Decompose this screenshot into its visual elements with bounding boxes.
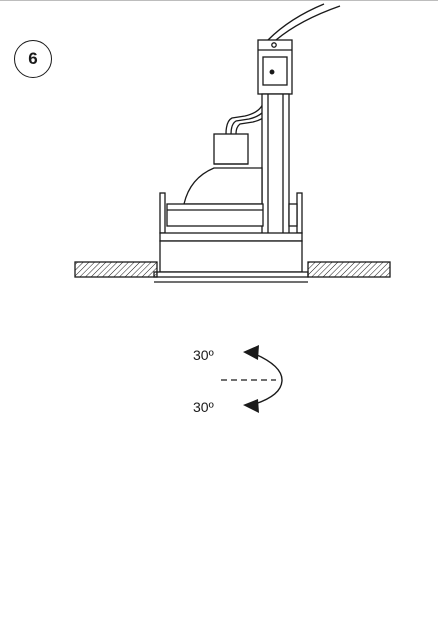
tilt-arc	[254, 353, 283, 405]
terminal-block	[257, 39, 293, 95]
mounting-bracket	[261, 93, 290, 237]
fixture-housing	[153, 192, 309, 283]
tilt-upper-label: 30º	[193, 347, 214, 363]
tilt-down-arrowhead	[243, 399, 259, 413]
ceiling-panels	[74, 261, 391, 278]
lamp-bulb	[183, 133, 263, 205]
tilt-up-arrowhead	[243, 345, 259, 360]
power-cables	[267, 3, 341, 41]
tilt-indicator: 30º 30º	[193, 345, 283, 415]
tilt-lower-label: 30º	[193, 399, 214, 415]
step-number: 6	[28, 49, 38, 68]
top-divider	[0, 0, 438, 1]
step-number-badge: 6	[14, 40, 52, 78]
